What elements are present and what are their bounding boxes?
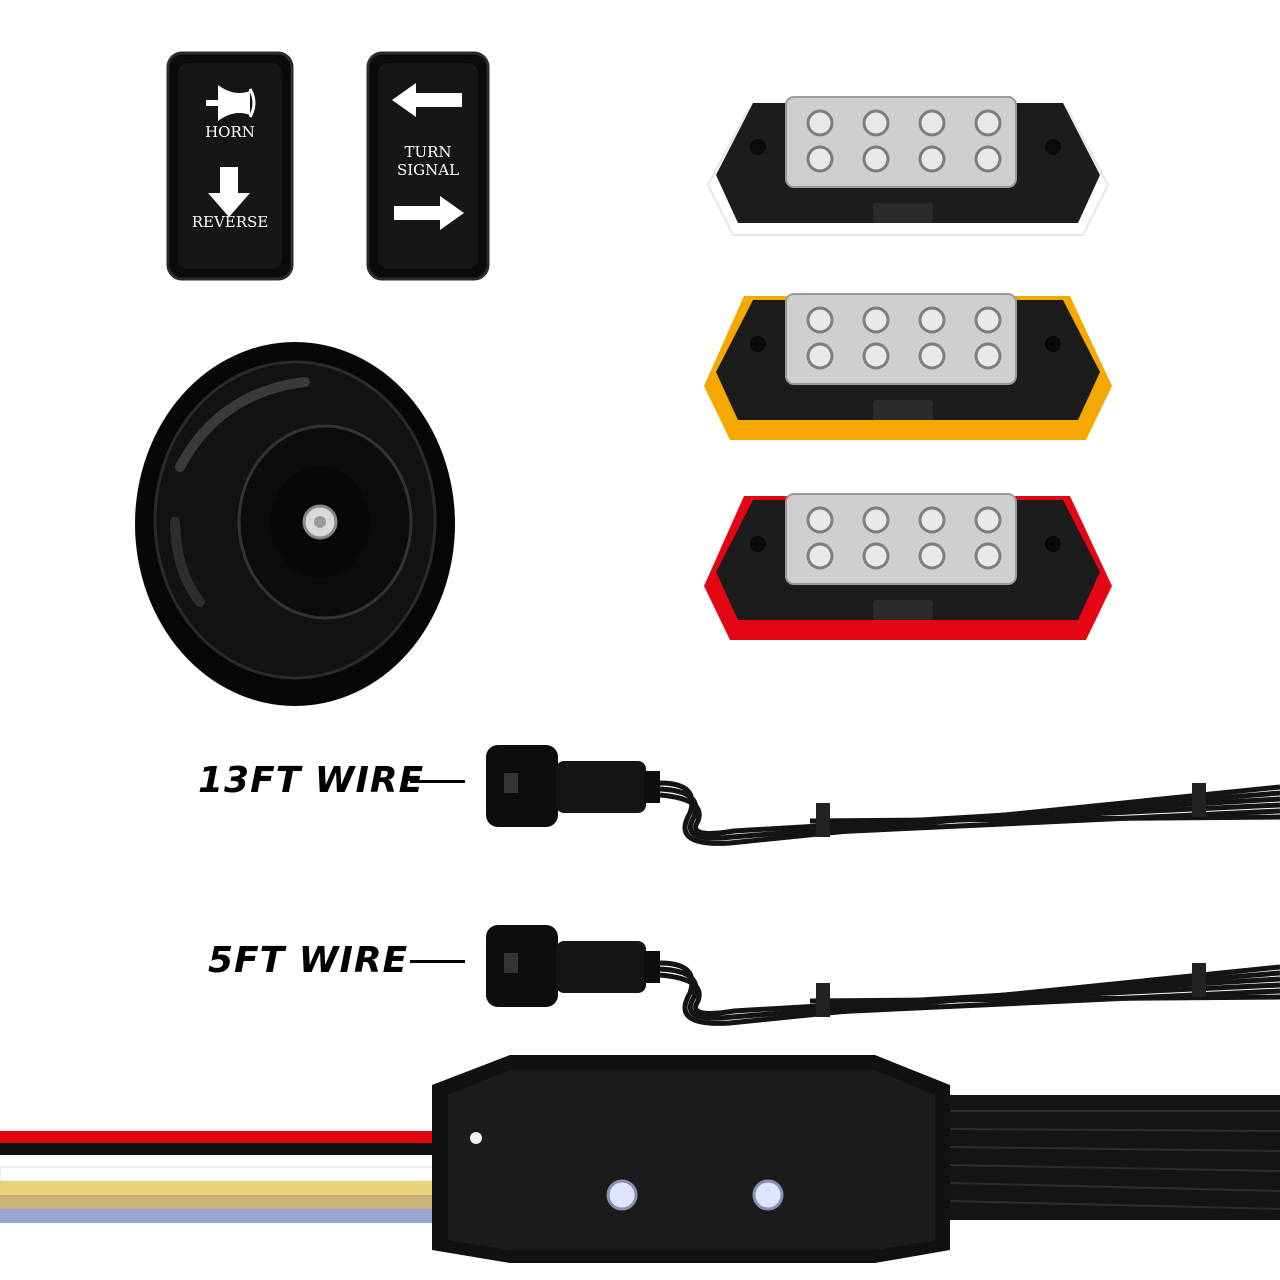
horn [135,342,455,706]
light-pod-white [706,96,1110,236]
wire-13ft-label: 13FT WIRE [198,760,425,801]
controller-box [432,1055,950,1263]
reverse-label: REVERSE [192,213,269,231]
horn-icon [206,85,256,121]
horn-reverse-switch: HORN REVERSE [166,51,294,281]
wire-5ft [486,925,1280,1026]
wire-5ft-label: 5FT WIRE [208,940,409,981]
controller-assembly [0,1055,1280,1263]
turn-signal-switch: TURN SIGNAL [366,51,490,281]
arrow-left-icon [392,83,462,117]
wire-5ft-leader [410,960,465,963]
input-leads [0,1131,501,1223]
wire-13ft-leader [410,780,465,783]
signal-label: SIGNAL [397,161,459,179]
wire-13ft [486,745,1280,846]
horn-label: HORN [205,123,255,141]
light-pod-amber [704,293,1112,440]
arrow-down-icon [208,167,250,217]
turn-label: TURN [404,143,451,161]
arrow-right-icon [394,196,464,230]
light-pod-red [704,493,1112,640]
